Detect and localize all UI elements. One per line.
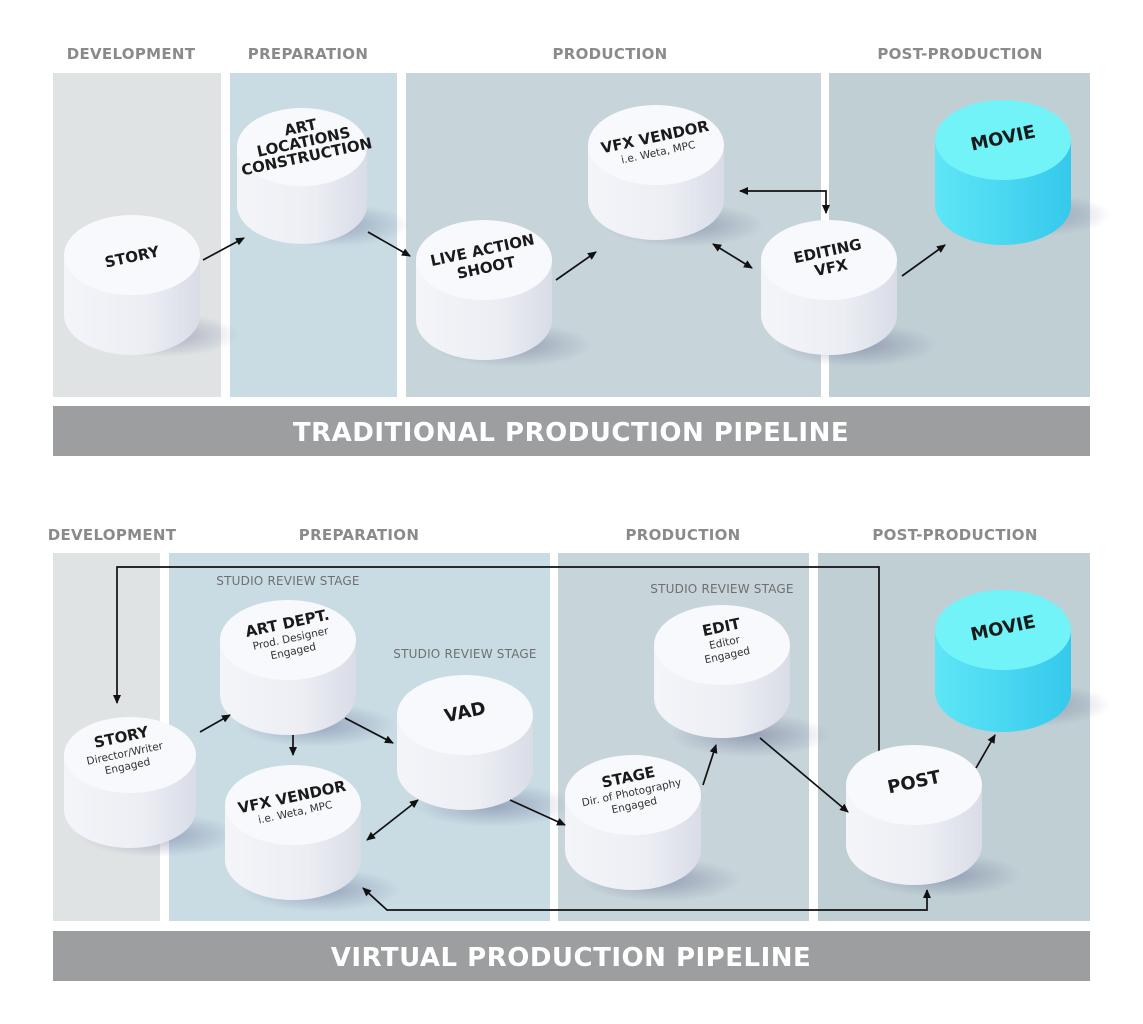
virt-node-vfx-vendor: VFX VENDOR i.e. Weta, MPC xyxy=(225,765,401,912)
trad-node-movie: MOVIE xyxy=(935,100,1111,245)
virt-arrow-stage-edit xyxy=(702,744,718,786)
virt-review-label-3: STUDIO REVIEW STAGE xyxy=(650,582,793,596)
traditional-section: DEVELOPMENT PREPARATION PRODUCTION POST-… xyxy=(53,45,1111,456)
trad-arrow-live-vfx xyxy=(555,251,597,281)
trad-stage-development: DEVELOPMENT xyxy=(67,45,196,63)
trad-node-vfx-vendor: VFX VENDOR i.e. Weta, MPC xyxy=(588,105,764,247)
trad-arrow-art-live xyxy=(367,231,411,257)
virtual-section: DEVELOPMENT PREPARATION PRODUCTION POST-… xyxy=(48,526,1111,981)
virt-stage-post-production: POST-PRODUCTION xyxy=(872,526,1037,544)
virt-arrow-story-art xyxy=(199,714,231,733)
trad-arrow-editing-movie xyxy=(901,244,946,277)
virt-arrow-vad-stage xyxy=(509,799,566,826)
trad-node-story: STORY xyxy=(64,215,240,357)
virt-banner-title: VIRTUAL PRODUCTION PIPELINE xyxy=(331,943,812,973)
virt-arrow-post-story-loop xyxy=(113,566,880,752)
virt-arrow-edit-post xyxy=(759,737,849,813)
trad-node-live-action: LIVE ACTION SHOOT xyxy=(416,220,592,367)
virt-stage-production: PRODUCTION xyxy=(625,526,740,544)
virt-node-post: POST xyxy=(846,745,1022,897)
virt-node-movie: MOVIE xyxy=(935,590,1111,732)
trad-node-art: ART LOCATIONS CONSTRUCTION xyxy=(237,108,410,247)
trad-arrow-vfx-editing-top xyxy=(739,187,830,214)
trad-banner-title: TRADITIONAL PRODUCTION PIPELINE xyxy=(293,418,849,448)
virt-arrow-vfx-vad xyxy=(366,799,419,841)
virt-stage-development: DEVELOPMENT xyxy=(48,526,177,544)
virt-arrow-vfx-post-bottom xyxy=(362,887,931,911)
virt-arrow-post-movie xyxy=(975,734,996,769)
virt-arrow-art-vad xyxy=(344,717,394,744)
virt-node-vad: VAD xyxy=(397,675,573,827)
virt-review-label-1: STUDIO REVIEW STAGE xyxy=(216,574,359,588)
trad-node-editing: EDITING VFX xyxy=(761,220,937,367)
virt-node-story: STORY Director/Writer Engaged xyxy=(64,717,238,857)
trad-stage-preparation: PREPARATION xyxy=(248,45,368,63)
trad-arrow-story-art xyxy=(202,237,245,261)
virt-node-art-dept: ART DEPT. Prod. Designer Engaged xyxy=(220,600,396,747)
trad-stage-post-production: POST-PRODUCTION xyxy=(877,45,1042,63)
virt-stage-preparation: PREPARATION xyxy=(299,526,419,544)
virt-banner xyxy=(53,931,1090,981)
trad-stage-production: PRODUCTION xyxy=(552,45,667,63)
trad-banner xyxy=(53,406,1090,456)
trad-arrow-vfx-editing-mid xyxy=(712,243,753,269)
virt-review-label-2: STUDIO REVIEW STAGE xyxy=(393,647,536,661)
virt-node-edit: EDIT Editor Engaged xyxy=(654,605,830,757)
